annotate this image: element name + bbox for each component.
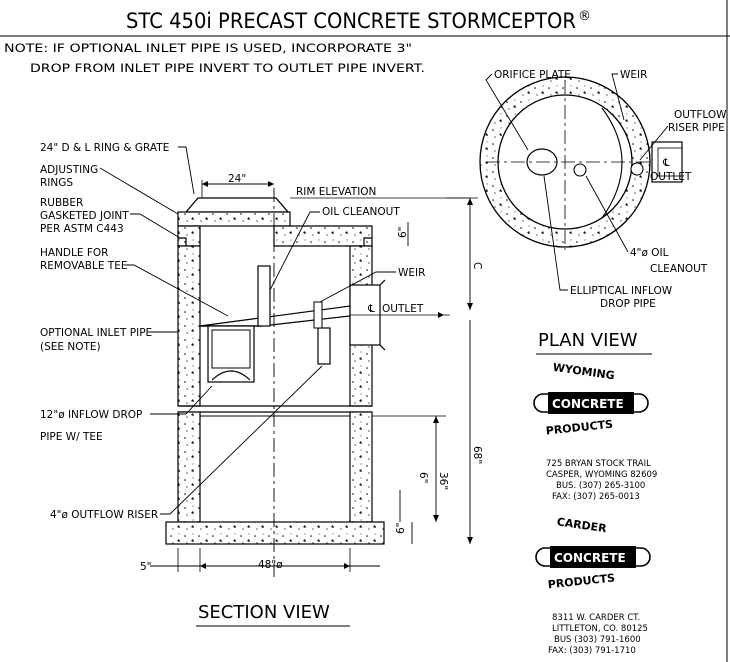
plan-label-orifice: ORIFICE PLATE (494, 69, 571, 81)
rubber-joint (178, 405, 372, 413)
note-line-2: DROP FROM INLET PIPE INVERT TO OUTLET PI… (30, 61, 425, 75)
logo-2-mid: CONCRETE (554, 551, 626, 565)
label-rubber-1: RUBBER (40, 197, 83, 209)
plan-label-weir: WEIR (620, 69, 647, 81)
label-inflow-drop-2: PIPE W/ TEE (40, 431, 103, 443)
dim-c: C (471, 262, 483, 269)
label-inflow-drop-1: 12"ø INFLOW DROP (40, 409, 142, 421)
grate-frame (184, 197, 290, 213)
outflow-riser-pipe (317, 327, 331, 365)
plan-label-outflow-2: RISER PIPE (668, 122, 725, 134)
label-centerline: ℄ (367, 303, 375, 315)
label-handle-2: REMOVABLE TEE (40, 260, 127, 272)
plan-label-centerline: ℄ (662, 157, 670, 169)
company-2-fax: FAX: (303) 791-1710 (548, 646, 636, 656)
wyoming-logo: WYOMING CONCRETE PRODUCTS (533, 361, 649, 438)
dim-total-height: 68" (471, 446, 483, 464)
plan-view-caption: PLAN VIEW (538, 330, 638, 351)
label-outlet: OUTLET (382, 303, 424, 315)
plan-label-elliptical-1: ELLIPTICAL INFLOW (570, 285, 673, 297)
company-2-address1: 8311 W. CARDER CT. (552, 613, 640, 623)
plan-outflow-riser (630, 162, 644, 176)
label-outflow-riser: 4"ø OUTFLOW RISER (50, 509, 158, 521)
registered-mark: ® (578, 9, 591, 24)
company-1-fax: FAX: (307) 265-0013 (552, 492, 640, 502)
base-slab (165, 521, 385, 545)
label-weir: WEIR (398, 267, 425, 279)
logo-1-mid: CONCRETE (552, 397, 624, 411)
plan-label-outflow-1: OUTFLOW (674, 109, 727, 121)
dim-wall: 5" (140, 561, 152, 573)
adjusting-rings (177, 211, 291, 227)
drawing-title: STC 450i PRECAST CONCRETE STORMCEPTOR (126, 9, 576, 33)
upper-wall-left (177, 245, 201, 407)
label-adjusting-2: RINGS (40, 177, 73, 189)
label-rubber-2: GASKETED JOINT (40, 210, 129, 222)
insert-plate (199, 305, 351, 327)
logo-2-top: CARDER (556, 515, 608, 535)
carder-logo: CARDER CONCRETE PRODUCTS (535, 515, 651, 591)
section-view-caption: SECTION VIEW (198, 602, 330, 623)
plan-view: ORIFICE PLATE WEIR OUTFLOW RISER PIPE ℄ … (479, 69, 727, 355)
label-ring-grate: 24" D & L RING & GRATE (40, 142, 169, 154)
logo-2-bottom: PRODUCTS (547, 571, 616, 591)
company-1-phone: BUS. (307) 265-3100 (556, 481, 645, 491)
dim-lower-chamber: 36" (437, 472, 449, 490)
plan-label-oil-2: CLEANOUT (650, 263, 708, 275)
note-line-1: NOTE: IF OPTIONAL INLET PIPE IS USED, IN… (4, 41, 412, 55)
label-oil-cleanout: OIL CLEANOUT (322, 206, 400, 218)
plan-label-elliptical-2: DROP PIPE (600, 298, 656, 310)
dim-floor-gap: 6" (417, 472, 429, 484)
label-adjusting-1: ADJUSTING (40, 164, 98, 176)
lower-wall-right (349, 411, 373, 523)
logo-1-bottom: PRODUCTS (545, 418, 614, 438)
dim-inside-diameter: 48"ø (258, 559, 283, 571)
weir-plate (313, 301, 323, 329)
plan-oil-cleanout (573, 163, 587, 177)
company-2-address2: LITTLETON, CO. 80125 (552, 624, 648, 634)
company-1-address1: 725 BRYAN STOCK TRAIL (546, 459, 651, 469)
company-2-phone: BUS (303) 791-1600 (554, 635, 641, 645)
label-optional-inlet-1: OPTIONAL INLET PIPE (40, 327, 152, 339)
company-wyoming: WYOMING CONCRETE PRODUCTS 725 BRYAN STOC… (533, 361, 657, 502)
top-slab (177, 225, 373, 247)
plan-weir-arc (601, 107, 623, 219)
removable-tee (207, 325, 255, 383)
plan-label-oil-1: 4"ø OIL (630, 247, 669, 259)
plan-outlet-pipe (651, 141, 683, 183)
logo-1-top: WYOMING (552, 361, 616, 383)
company-carder: CARDER CONCRETE PRODUCTS 8311 W. CARDER … (535, 515, 651, 656)
label-rubber-3: PER ASTM C443 (40, 223, 124, 235)
company-1-address2: CASPER, WYOMING 82609 (546, 470, 657, 480)
dim-top-slab: 6" (397, 226, 409, 238)
label-rim-elevation: RIM ELEVATION (296, 186, 376, 198)
dim-base-slab: 6" (395, 522, 407, 534)
tee-bottom (211, 370, 251, 381)
label-handle-1: HANDLE FOR (40, 247, 108, 259)
oil-cleanout-pipe (257, 265, 271, 327)
plan-label-outlet: OUTLET (650, 171, 692, 183)
label-optional-inlet-2: (SEE NOTE) (40, 341, 101, 353)
dim-opening: 24" (228, 173, 246, 185)
section-view: 24" 6" C 68" 36" 6" 6" 5" 48"ø 24" D & L… (40, 142, 483, 627)
lower-wall-left (177, 411, 201, 523)
